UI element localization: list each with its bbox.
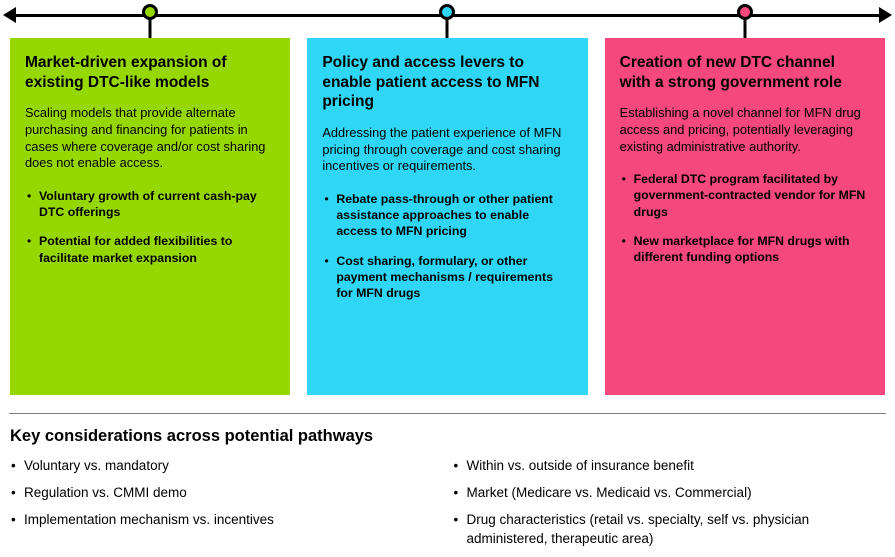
list-item: Market (Medicare vs. Medicaid vs. Commer… xyxy=(453,484,886,502)
arrow-right-icon xyxy=(879,7,892,23)
card-title: Creation of new DTC channel with a stron… xyxy=(619,54,842,91)
card-title: Policy and access levers to enable patie… xyxy=(322,54,540,111)
card-bullet: Federal DTC program facilitated by gover… xyxy=(620,171,870,220)
connector-line xyxy=(445,15,449,38)
timeline-column-3 xyxy=(605,0,885,38)
pathway-card-market-driven: Market-driven expansion of existing DTC-… xyxy=(10,38,291,395)
pathway-card-policy-levers: Policy and access levers to enable patie… xyxy=(307,38,588,395)
timeline-markers xyxy=(0,0,895,38)
key-considerations-title: Key considerations across potential path… xyxy=(10,427,374,445)
timeline-node-icon xyxy=(142,4,159,20)
card-body: Establishing a novel channel for MFN dru… xyxy=(619,105,861,154)
timeline-column-1 xyxy=(10,0,290,38)
list-item: Within vs. outside of insurance benefit xyxy=(453,457,886,475)
card-bullet: Potential for added flexibilities to fac… xyxy=(25,233,275,265)
card-body: Scaling models that provide alternate pu… xyxy=(25,105,266,171)
list-item: Regulation vs. CMMI demo xyxy=(10,484,443,502)
section-divider xyxy=(9,413,886,414)
timeline-node-icon xyxy=(736,4,753,20)
list-item: Drug characteristics (retail vs. special… xyxy=(453,511,886,547)
timeline xyxy=(0,0,895,38)
card-bullet: Cost sharing, formulary, or other paymen… xyxy=(322,253,572,302)
card-body: Addressing the patient experience of MFN… xyxy=(322,125,562,174)
card-title: Market-driven expansion of existing DTC-… xyxy=(25,54,227,91)
list-item: Voluntary vs. mandatory xyxy=(10,457,443,475)
key-considerations-left-column: Voluntary vs. mandatory Regulation vs. C… xyxy=(10,457,443,557)
card-bullet: Voluntary growth of current cash-pay DTC… xyxy=(25,188,275,220)
pathway-cards: Market-driven expansion of existing DTC-… xyxy=(0,38,895,395)
key-considerations-list: Voluntary vs. mandatory Regulation vs. C… xyxy=(0,457,895,557)
pathway-card-new-dtc-channel: Creation of new DTC channel with a stron… xyxy=(604,38,885,395)
connector-line xyxy=(743,15,747,38)
card-bullet: Rebate pass-through or other patient ass… xyxy=(322,191,572,240)
connector-line xyxy=(148,15,152,38)
timeline-node-icon xyxy=(439,4,456,20)
timeline-column-2 xyxy=(307,0,587,38)
card-bullet: New marketplace for MFN drugs with diffe… xyxy=(620,233,870,265)
list-item: Implementation mechanism vs. incentives xyxy=(10,511,443,529)
key-considerations-right-column: Within vs. outside of insurance benefit … xyxy=(453,457,886,557)
